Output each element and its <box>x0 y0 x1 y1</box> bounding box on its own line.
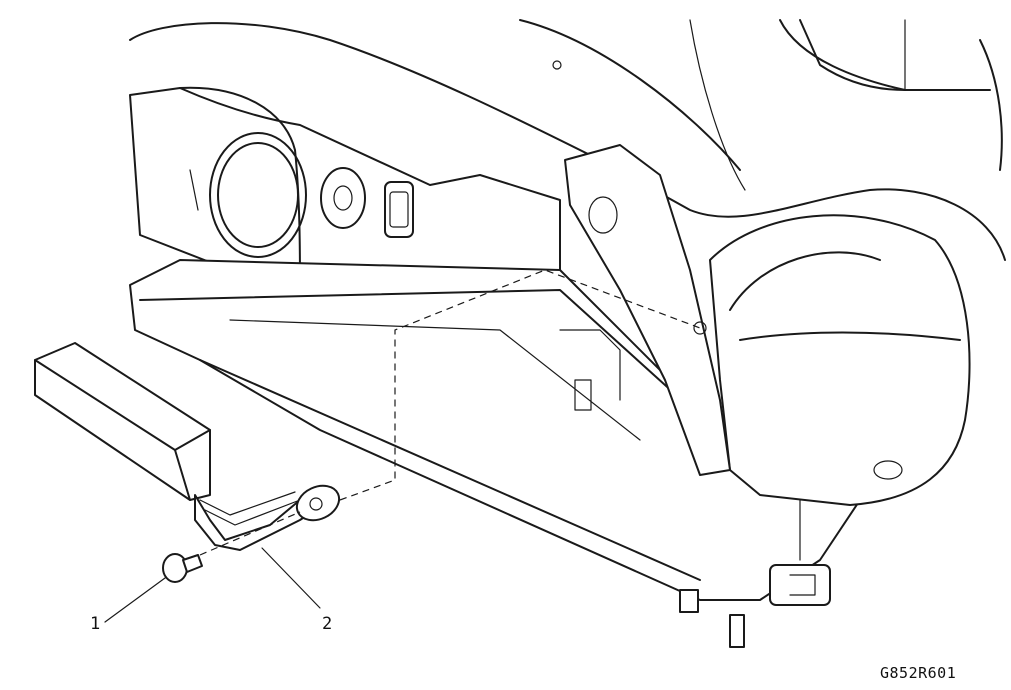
lumbar-knob <box>320 167 366 229</box>
bolt <box>162 553 203 583</box>
seat-side-trim <box>129 86 561 301</box>
callout-1-label: 1 <box>90 614 101 634</box>
belt-bracket <box>564 144 731 476</box>
recliner-knob <box>217 142 299 248</box>
seat-switch <box>384 181 414 238</box>
callout-leaders <box>104 547 321 623</box>
figure-reference-code: G852R601 <box>880 664 957 682</box>
armrest <box>34 342 341 551</box>
seat-frame-rail <box>129 259 861 648</box>
seat-side-shield <box>709 214 971 506</box>
alignment-lines <box>199 269 701 556</box>
callout-2-label: 2 <box>322 614 333 634</box>
